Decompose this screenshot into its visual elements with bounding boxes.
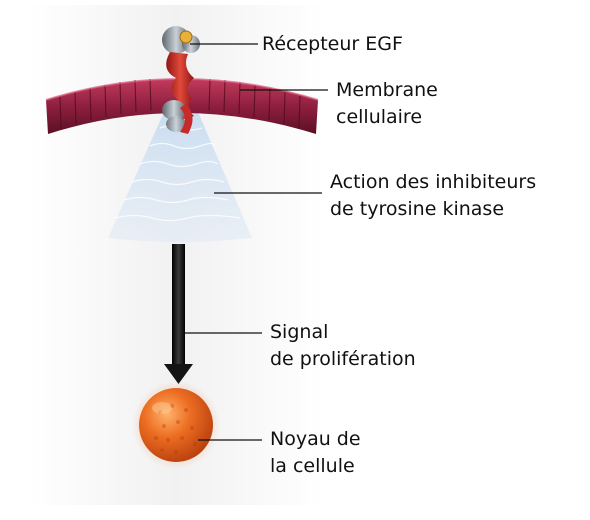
label-nucleus-line1: Noyau de: [270, 428, 361, 450]
label-membrane: Membrane cellulaire: [336, 77, 438, 131]
label-inhibitor-line2: de tyrosine kinase: [330, 198, 505, 220]
label-signal-line1: Signal: [270, 321, 329, 343]
label-membrane-line1: Membrane: [336, 79, 438, 101]
label-signal: Signal de prolifération: [270, 319, 416, 373]
label-receptor-text: Récepteur EGF: [262, 33, 403, 55]
label-receptor: Récepteur EGF: [262, 31, 403, 58]
label-inhibitor-line1: Action des inhibiteurs: [330, 171, 537, 193]
label-signal-line2: de prolifération: [270, 348, 416, 370]
label-nucleus-line2: la cellule: [270, 455, 355, 477]
leader-lines: [185, 43, 328, 441]
label-membrane-line2: cellulaire: [336, 106, 423, 128]
egf-receptor-icon: [162, 26, 200, 134]
label-inhibitor: Action des inhibiteurs de tyrosine kinas…: [330, 169, 536, 223]
label-nucleus: Noyau de la cellule: [270, 426, 361, 480]
signal-arrow-icon: [164, 244, 193, 384]
nucleus-icon: [132, 381, 220, 469]
